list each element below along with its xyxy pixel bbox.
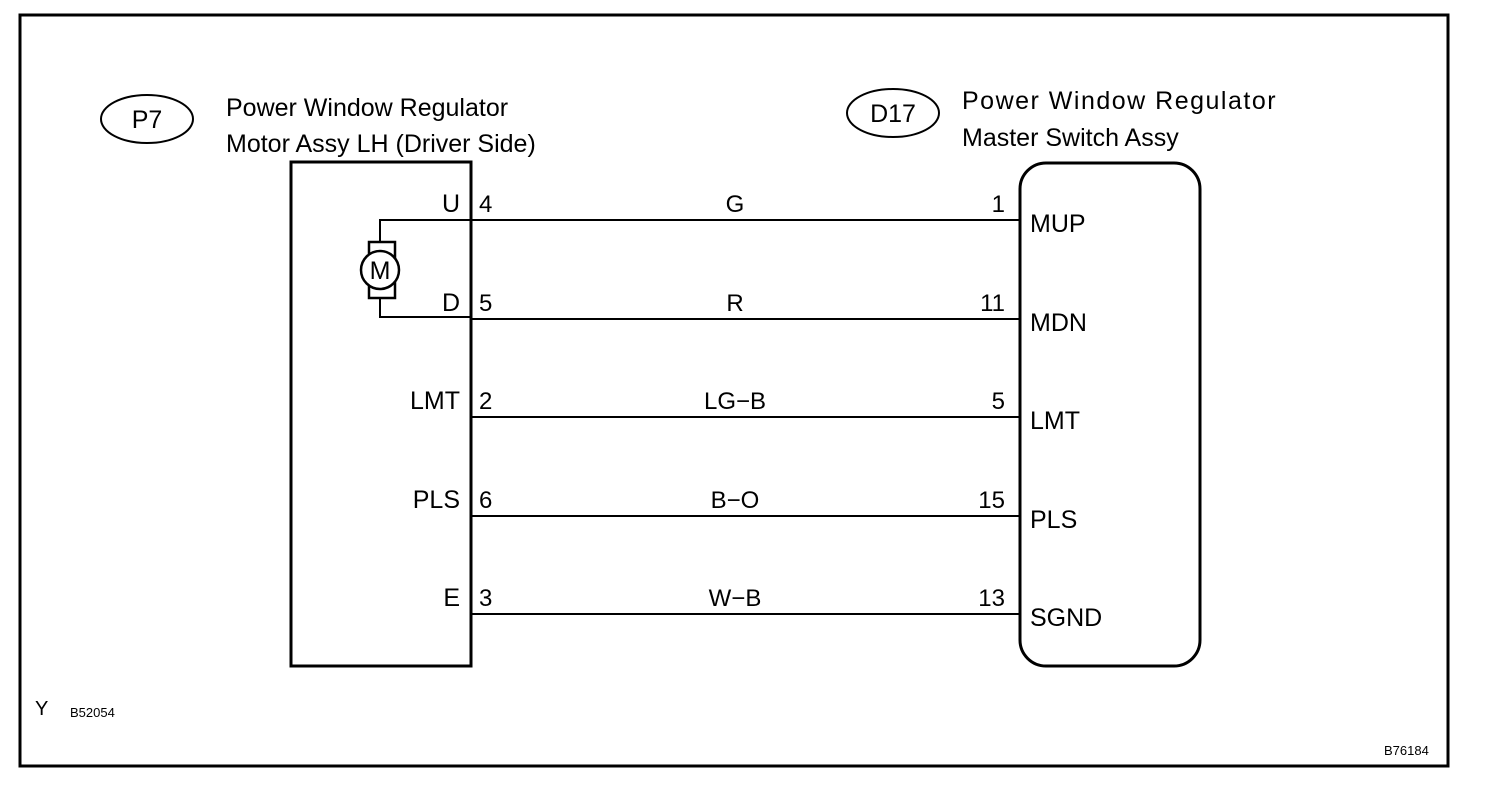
right-terminal-label: MUP	[1030, 210, 1086, 238]
right-pin-number: 15	[978, 487, 1005, 514]
right-pin-number: 1	[992, 191, 1005, 218]
figure-ref-right: B76184	[1384, 743, 1429, 758]
right-terminal-label: SGND	[1030, 604, 1102, 632]
right-terminal-label: PLS	[1030, 506, 1077, 534]
left-terminal-label: E	[443, 584, 460, 612]
left-pin-number: 5	[479, 290, 492, 317]
wire-color-label: LG−B	[704, 388, 766, 415]
left-connector-code: P7	[132, 106, 163, 134]
wire-color-label: R	[726, 290, 743, 317]
left-connector-name-line1: Power Window Regulator	[226, 94, 508, 122]
left-connector-name-line2: Motor Assy LH (Driver Side)	[226, 130, 536, 158]
left-connector-header: P7 Power Window Regulator Motor Assy LH …	[100, 94, 536, 158]
left-pin-number: 4	[479, 191, 492, 218]
left-pin-number: 6	[479, 487, 492, 514]
left-pin-number: 3	[479, 585, 492, 612]
diagram-frame	[18, 13, 1450, 768]
left-terminal-label: PLS	[413, 486, 460, 514]
right-component-box	[1018, 161, 1202, 668]
wire-color-label: B−O	[711, 487, 760, 514]
left-pin-number: 2	[479, 388, 492, 415]
wire-color-label: W−B	[709, 585, 762, 612]
left-connector-code-ellipse	[100, 94, 194, 144]
left-terminal-label: LMT	[410, 387, 460, 415]
left-terminal-label: D	[442, 289, 460, 317]
right-pin-number: 5	[992, 388, 1005, 415]
right-pin-number: 11	[980, 290, 1005, 317]
left-terminal-label: U	[442, 190, 460, 218]
right-connector-name-line2: Master Switch Assy	[962, 124, 1179, 152]
right-connector-code-ellipse	[846, 88, 940, 138]
corner-mark: Y	[35, 698, 48, 720]
left-component-box	[289, 160, 473, 668]
right-connector-code: D17	[870, 100, 916, 128]
figure-ref-left: B52054	[70, 705, 115, 720]
right-connector-header: D17 Power Window Regulator Master Switch…	[846, 87, 1277, 152]
right-terminal-label: LMT	[1030, 407, 1080, 435]
right-connector-name-line1: Power Window Regulator	[962, 87, 1277, 115]
wire-color-label: G	[726, 191, 745, 218]
right-terminal-label: MDN	[1030, 309, 1087, 337]
right-pin-number: 13	[978, 585, 1005, 612]
motor-symbol-label: M	[370, 257, 391, 285]
motor-symbol: M	[359, 219, 471, 318]
